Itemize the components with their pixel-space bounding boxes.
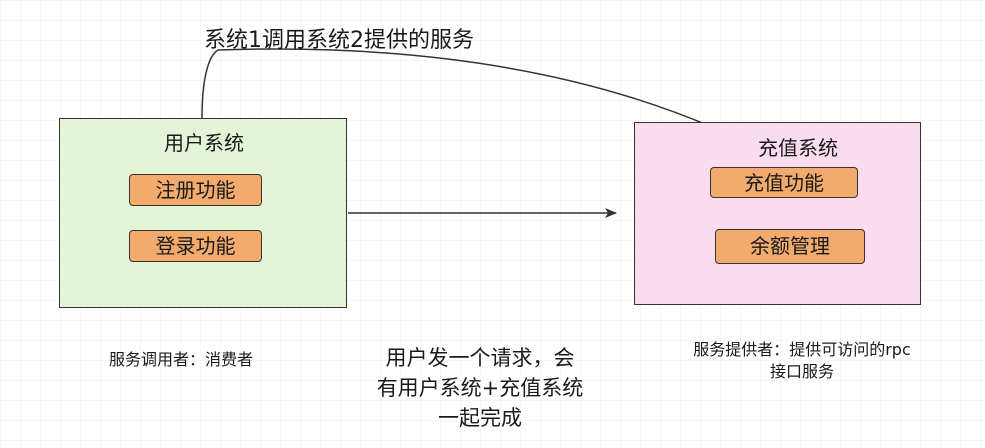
- user-system-title: 用户系统: [164, 131, 244, 155]
- request-note: 用户发一个请求，会 有用户系统+充值系统 一起完成: [360, 343, 600, 433]
- provider-label-line: 服务提供者：提供可访问的rpc: [693, 340, 911, 359]
- user-system-box: 用户系统 注册功能 登录功能: [59, 118, 347, 308]
- register-function-box: 注册功能: [129, 174, 262, 206]
- consumer-label: 服务调用者：消费者: [109, 350, 254, 369]
- balance-management-box: 余额管理: [715, 229, 865, 264]
- login-function-box: 登录功能: [129, 230, 262, 262]
- recharge-function-box: 充值功能: [710, 167, 858, 198]
- recharge-system-box: 充值系统 充值功能 余额管理: [634, 122, 921, 305]
- provider-label: 服务提供者：提供可访问的rpc 接口服务: [663, 339, 941, 383]
- request-note-line: 用户发一个请求，会: [385, 346, 575, 370]
- call-relationship-label: 系统1调用系统2提供的服务: [204, 28, 474, 53]
- request-note-line: 一起完成: [438, 406, 522, 430]
- provider-label-line: 接口服务: [769, 362, 834, 381]
- recharge-system-title: 充值系统: [758, 136, 838, 160]
- call-curve-arrow: [201, 48, 729, 135]
- request-note-line: 有用户系统+充值系统: [376, 376, 584, 400]
